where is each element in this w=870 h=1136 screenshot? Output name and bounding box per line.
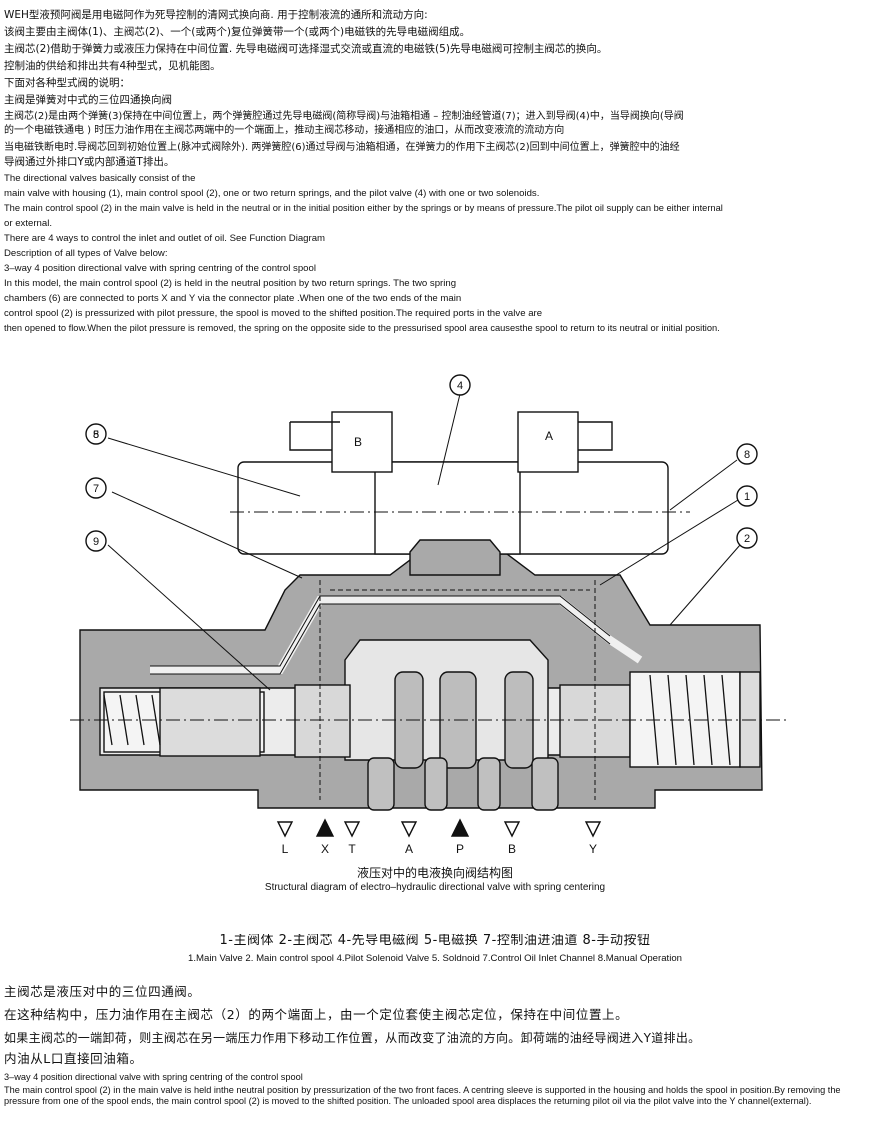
intro-cn-line: 主阀是弹簧对中式的三位四通换向阀 xyxy=(4,94,172,106)
intro-en-line: The directional valves basically consist… xyxy=(4,173,196,184)
intro-cn-line: 主阀芯(2)是由两个弹簧(3)保持在中间位置上，两个弹簧腔通过先导电磁阀(简称导… xyxy=(4,111,684,122)
port-a-marker xyxy=(400,821,418,838)
legend-en: 1.Main Valve 2. Main control spool 4.Pil… xyxy=(187,953,682,964)
solenoid-a xyxy=(517,411,579,473)
right-end-cap xyxy=(739,671,761,768)
right-spring xyxy=(649,674,731,766)
intro-en-line: 3–way 4 position directional valve with … xyxy=(4,263,316,274)
outro-cn-line: 如果主阀芯的一端卸荷，则主阀芯在另一端压力作用下移动工作位置，从而改变了油流的方… xyxy=(4,1031,701,1045)
callout-label: 2 xyxy=(744,533,750,545)
pilot-valve-neck xyxy=(409,539,501,576)
intro-cn-line: 导阀通过外排口Y或内部通道T排出。 xyxy=(4,156,175,168)
callout-label: 7 xyxy=(93,483,99,495)
port-t-marker xyxy=(343,821,361,838)
intro-en-line: control spool (2) is pressurized with pi… xyxy=(4,308,543,319)
pilot-channel-7 xyxy=(150,596,643,674)
outro-cn-line: 主阀芯是液压对中的三位四通阀。 xyxy=(4,984,201,999)
left-end-plug xyxy=(159,687,261,757)
solenoid-b xyxy=(331,411,393,473)
intro-cn-line: 该阀主要由主阀体(1)、主阀芯(2)、一个(或两个)复位弹簧带一个(或两个)电磁… xyxy=(4,26,471,38)
callout-1 xyxy=(736,485,758,507)
intro-cn-line: 的一个电磁铁通电 ) 时压力油作用在主阀芯两端中的一个端面上，推动主阀芯移动，接… xyxy=(4,125,565,136)
intro-cn-line: 主阀芯(2)借助于弹簧力或液压力保持在中间位置. 先导电磁阀可选择湿式交流或直流… xyxy=(4,43,608,55)
diagram-caption-cn: 液压对中的电液换向阀结构图 xyxy=(356,866,513,880)
port-label: B xyxy=(508,842,516,856)
port-p-marker xyxy=(450,818,470,837)
port-cavity xyxy=(531,757,559,811)
callout-label: 5 xyxy=(93,429,99,441)
intro-cn-line: 控制油的供给和排出共有4种型式，见机能图。 xyxy=(4,60,221,72)
port-label: X xyxy=(321,842,329,856)
solenoid-a-label: A xyxy=(545,429,553,443)
port-label: A xyxy=(405,842,413,856)
intro-en-line: There are 4 ways to control the inlet an… xyxy=(4,233,326,244)
outro-en-title: 3–way 4 position directional valve with … xyxy=(4,1072,303,1082)
port-x-marker xyxy=(315,818,335,837)
callout-8 xyxy=(736,443,758,465)
port-label: P xyxy=(456,842,464,856)
valve-structure-diagram: 8 5 7 9 4 8 1 2 B A L X T A P B Y xyxy=(70,374,790,856)
outro-cn-line: 在这种结构中，压力油作用在主阀芯（2）的两个端面上，由一个定位套使主阀芯定位，保… xyxy=(4,1007,629,1022)
callout-label: 8 xyxy=(744,449,750,461)
port-cavity xyxy=(367,757,395,811)
callout-5-label: 8 xyxy=(93,429,99,441)
legend-cn: 1-主阀体 2-主阀芯 4-先导电磁阀 5-电磁换 7-控制油进油道 8-手动按… xyxy=(219,934,651,948)
callout-label: 4 xyxy=(457,380,463,392)
intro-cn-line: 当电磁铁断电时.导阀芯回到初始位置上(脉冲式阀除外). 两弹簧腔(6)通过导阀与… xyxy=(4,142,680,153)
callout-9 xyxy=(85,530,107,552)
port-cavity xyxy=(477,757,501,811)
intro-en-line: main valve with housing (1), main contro… xyxy=(4,188,540,199)
right-spring-chamber xyxy=(629,671,741,768)
spool-land xyxy=(294,684,351,758)
diagram-caption-en: Structural diagram of electro–hydraulic … xyxy=(264,882,606,893)
intro-cn-line: WEH型液预阿阀是用电磁阿作为死导控制的清网式换向商. 用于控制液流的通所和流动… xyxy=(4,9,428,21)
outro-en-body: The main control spool (2) in the main v… xyxy=(4,1085,841,1106)
solenoid-b-label: B xyxy=(354,435,362,449)
port-l-marker xyxy=(276,821,294,838)
intro-cn-line: 下面对各种型式阀的说明： xyxy=(4,77,130,89)
left-spring xyxy=(103,694,161,746)
pilot-valve-center xyxy=(374,461,521,555)
port-y-marker xyxy=(584,821,602,838)
callout-2 xyxy=(736,527,758,549)
callout-label: 9 xyxy=(93,536,99,548)
intro-en-line: chambers (6) are connected to ports X an… xyxy=(4,293,462,304)
callout-5 xyxy=(85,423,107,445)
intro-en-line: Description of all types of Valve below: xyxy=(4,248,168,259)
callout-4 xyxy=(449,374,471,396)
intro-en-line: then opened to flow.When the pilot press… xyxy=(4,323,720,333)
intro-en-line: or external. xyxy=(4,218,52,229)
port-cavity xyxy=(424,757,448,811)
port-label: T xyxy=(348,842,356,856)
outro-cn-line: 内油从L口直接回油箱。 xyxy=(4,1051,143,1066)
port-b-marker xyxy=(503,821,521,838)
port-label: Y xyxy=(589,842,597,856)
intro-en-line: The main control spool (2) in the main v… xyxy=(4,203,723,213)
callout-label: 1 xyxy=(744,491,750,503)
intro-en-line: In this model, the main control spool (2… xyxy=(4,278,457,289)
port-label: L xyxy=(282,842,289,856)
callout-7 xyxy=(85,477,107,499)
